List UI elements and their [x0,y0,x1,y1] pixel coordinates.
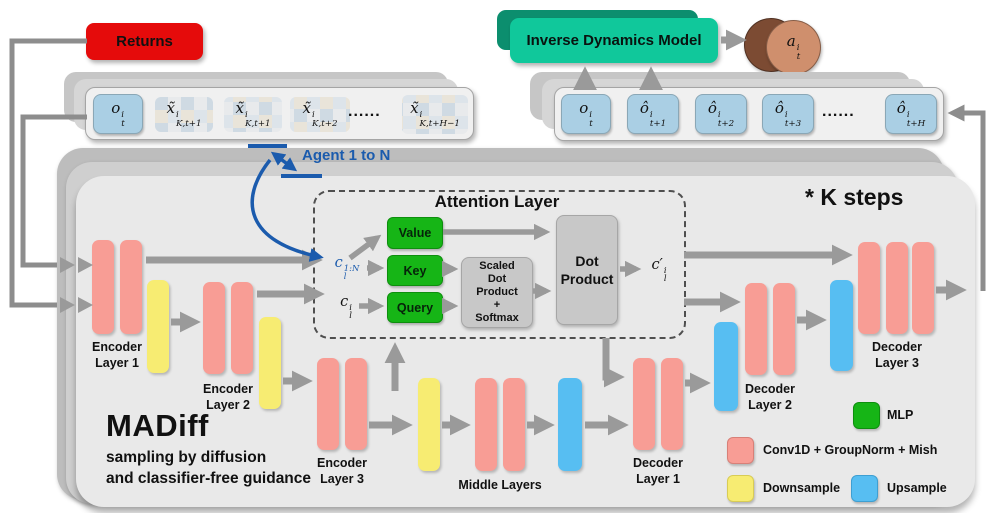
dot-product-box: Dot Product [556,215,618,325]
upsample1-bar [558,378,582,471]
decoder3-conv-bar [912,242,934,334]
encoder2-conv-bar [203,282,225,374]
legend-upsample-swatch [851,475,878,502]
encoder1-conv-bar [92,240,114,334]
scaled-line: Scaled [479,259,515,272]
scaled-line: Product [476,285,518,298]
dot-product-label: Dot Product [560,252,614,287]
scaled-dot-product-softmax-box: Scaled Dot Product + Softmax [461,257,533,328]
encoder3-label: Encoder Layer 3 [316,456,367,486]
returns-label: Returns [116,33,173,50]
decoder2-conv-bar [773,283,795,375]
encoder1-conv-bar [120,240,142,334]
idm-label: Inverse Dynamics Model [526,32,702,49]
pred-row-container [554,87,944,141]
madiff-subtitle-line2: and classifier-free guidance [106,470,312,487]
downsample2-bar [259,317,281,409]
legend-downsample-swatch [727,475,754,502]
encoder1-label: Encoder Layer 1 [91,340,142,370]
ellipsis: ...... [822,103,855,120]
scaled-line: + [493,299,501,312]
decoder2-conv-bar [745,283,767,375]
legend-mlp-label: MLP [887,408,914,422]
legend-downsample-label: Downsample [763,481,841,495]
decoder1-conv-bar [633,358,655,450]
decoder2-label: Decoder Layer 2 [744,382,796,412]
key-box: Key [387,255,443,286]
encoder2-conv-bar [231,282,253,374]
value-label: Value [398,226,432,240]
k-steps-label: * K steps [805,184,904,210]
legend-upsample-label: Upsample [887,481,947,495]
middle-layers-label: Middle Layers [458,478,542,492]
query-box: Query [387,292,443,323]
legend-conv-label: Conv1D + GroupNorm + Mish [763,443,938,457]
ellipsis: ...... [348,103,381,120]
scaled-line: Dot [487,272,507,285]
decoder3-label: Decoder Layer 3 [871,340,923,370]
agent-range-label: Agent 1 to N [302,147,391,164]
middle-conv-bar [475,378,497,471]
attention-layer-title: Attention Layer [434,192,560,211]
returns-box: Returns [86,23,203,60]
legend-conv-swatch [727,437,754,464]
encoder3-conv-bar [345,358,367,450]
scaled-line: Softmax [475,312,519,325]
value-box: Value [387,217,443,249]
madiff-subtitle-line1: sampling by diffusion [106,449,267,466]
madiff-title: MADiff [106,408,209,443]
downsample1-bar [147,280,169,373]
upsample3-bar [830,280,853,371]
downsample3-bar [418,378,440,471]
key-label: Key [403,263,427,278]
upsample2-bar [714,322,738,411]
middle-conv-bar [503,378,525,471]
decoder3-conv-bar [886,242,908,334]
decoder1-label: Decoder Layer 1 [632,456,684,486]
decoder1-conv-bar [661,358,683,450]
legend-mlp-swatch [853,402,880,429]
decoder3-conv-bar [858,242,880,334]
encoder3-conv-bar [317,358,339,450]
query-label: Query [396,300,434,315]
inverse-dynamics-model-box: Inverse Dynamics Model [510,18,718,63]
encoder2-label: Encoder Layer 2 [202,382,253,412]
